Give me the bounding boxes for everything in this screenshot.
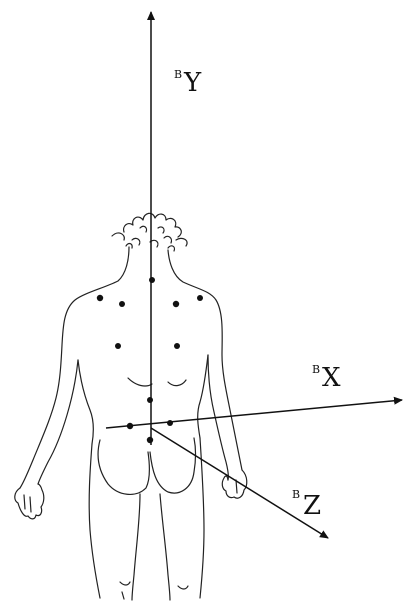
svg-text:B: B [312, 363, 320, 376]
human-figure-back-view [15, 213, 247, 600]
x-axis-label-superscript: B [312, 363, 320, 376]
marker-lower-spine [147, 397, 153, 403]
body-markers [97, 277, 203, 443]
torso-outline-right [168, 250, 242, 470]
y-axis-label: B Y [174, 68, 202, 98]
svg-text:Y: Y [183, 68, 202, 98]
y-axis-label-letter: Y [183, 68, 202, 98]
z-axis-label: B Z [292, 488, 321, 521]
left-arm-inner [38, 360, 78, 484]
left-leg-inner [132, 494, 140, 600]
left-leg-outer [89, 444, 100, 598]
left-buttock [98, 440, 149, 494]
x-axis-label-letter: X [322, 363, 341, 393]
marker-right-shoulder-inner [173, 301, 179, 307]
z-axis-line [151, 428, 328, 538]
marker-left-shoulder-outer [97, 295, 103, 301]
marker-neck [149, 277, 155, 283]
z-axis-label-superscript: B [292, 488, 300, 501]
marker-right-hip [167, 420, 173, 426]
marker-sacrum [147, 437, 153, 443]
marker-right-back [174, 343, 180, 349]
waist-left [78, 360, 93, 444]
waist-right [198, 355, 208, 438]
x-axis-label: B X [312, 363, 341, 393]
svg-text:B: B [292, 488, 300, 501]
right-leg-inner [160, 494, 170, 600]
head-hair [112, 213, 187, 251]
svg-text:Z: Z [303, 491, 321, 521]
svg-text:X: X [322, 363, 341, 393]
marker-right-shoulder-outer [197, 295, 203, 301]
right-buttock [150, 438, 196, 493]
svg-text:B: B [174, 68, 182, 81]
marker-left-shoulder-inner [119, 301, 125, 307]
left-hand [15, 484, 44, 519]
marker-left-back [115, 343, 121, 349]
right-leg-outer [200, 438, 204, 598]
z-axis-label-letter: Z [303, 491, 321, 521]
y-axis-label-superscript: B [174, 68, 182, 81]
torso-outline-left [20, 247, 129, 488]
